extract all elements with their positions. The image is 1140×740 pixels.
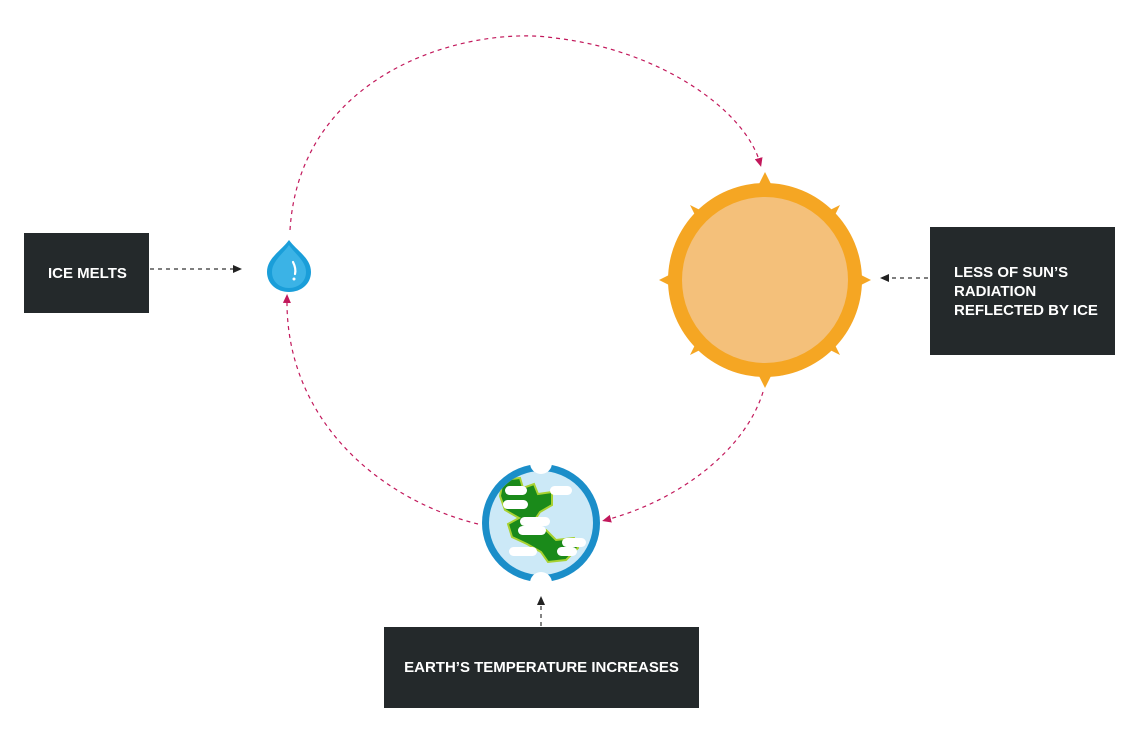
label-less-reflected: LESS OF SUN’S RADIATION REFLECTED BY ICE (930, 227, 1115, 355)
label-earth-temperature-text: EARTH’S TEMPERATURE INCREASES (404, 659, 679, 676)
arrow-sun-to-earth (602, 391, 764, 523)
earth-icon (482, 452, 600, 594)
arrow-earth-to-drop (282, 294, 479, 525)
label-less-reflected-text: LESS OF SUN’S RADIATION REFLECTED BY ICE (954, 263, 1098, 319)
label-earth-temperature: EARTH’S TEMPERATURE INCREASES (384, 627, 699, 708)
sun-icon (659, 172, 871, 388)
label-ice-melts-text: ICE MELTS (48, 264, 127, 282)
water-drop-icon (267, 240, 311, 292)
arrow-drop-to-sun (289, 35, 763, 231)
label-ice-melts: ICE MELTS (24, 233, 149, 313)
